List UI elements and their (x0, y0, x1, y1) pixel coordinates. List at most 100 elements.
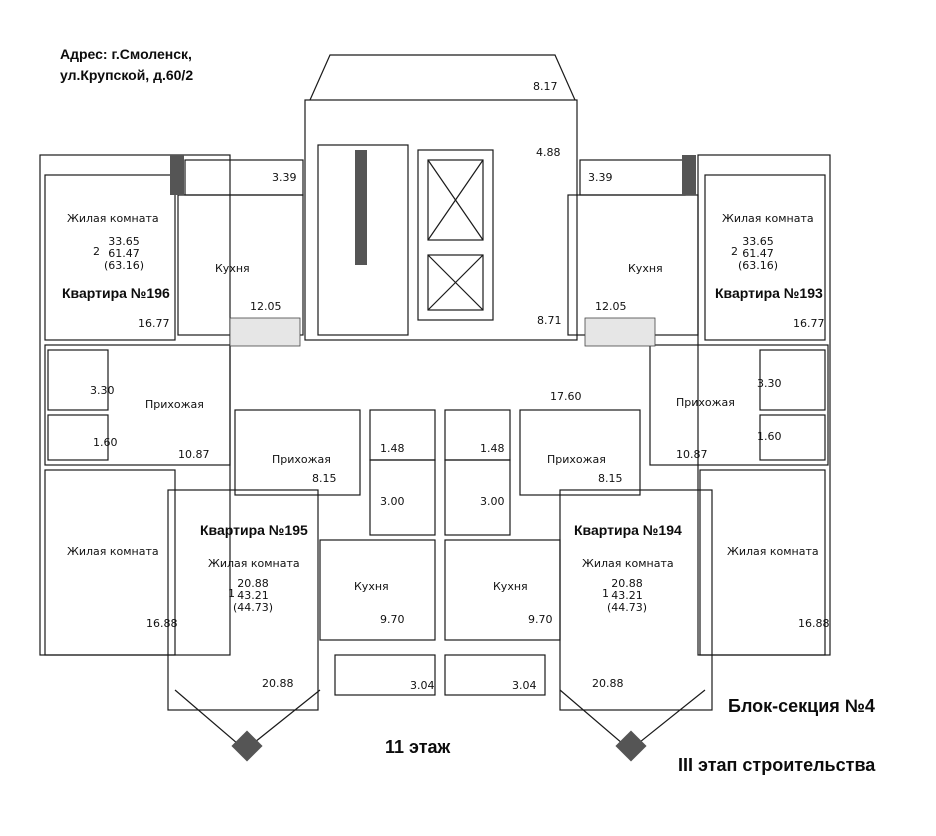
a193-kitchen-area: 12.05 (595, 300, 627, 313)
a196-room1-area: 16.77 (138, 317, 170, 330)
a195-room-area: 20.88 (262, 677, 294, 690)
a195-rooms: 1 (228, 587, 235, 600)
loggia-195 (334, 654, 436, 696)
lifts (417, 149, 494, 321)
a195-kitchen-area: 9.70 (380, 613, 405, 626)
loggia-194 (444, 654, 546, 696)
a193-room1-area: 16.77 (793, 317, 825, 330)
a195-bath-area: 3.00 (380, 495, 405, 508)
hall-195 (234, 409, 361, 496)
bath-195 (369, 459, 436, 536)
a195-living-area: 20.88 (237, 577, 269, 590)
a193-room2-area: 16.88 (798, 617, 830, 630)
bay-top (309, 54, 576, 101)
a196-total-full: (63.16) (104, 259, 145, 272)
a195-living-label: Жилая комната (208, 557, 300, 570)
a194-hall-label: Прихожая (547, 453, 606, 466)
a195-hall-area: 8.15 (312, 472, 337, 485)
a193-hall-label: Прихожая (676, 396, 735, 409)
address-line2: ул.Крупской, д.60/2 (60, 67, 194, 83)
a195-wc-area: 1.48 (380, 442, 405, 455)
stage-label: III этап строительства (678, 755, 876, 775)
a196-room2-area: 16.88 (146, 617, 178, 630)
hall-193 (649, 344, 829, 466)
a195-hall-label: Прихожая (272, 453, 331, 466)
address-line1: Адрес: г.Смоленск, (60, 46, 192, 62)
stair (317, 144, 409, 336)
lift1 (427, 159, 484, 241)
a193-room2-label: Жилая комната (727, 545, 819, 558)
wc-196 (47, 414, 109, 461)
a194-wc-area: 1.48 (480, 442, 505, 455)
a195-areas: 20.88 43.21 (44.73) (232, 578, 274, 614)
a196-bath-area: 3.30 (90, 384, 115, 397)
a196-living-area: 33.65 (108, 235, 140, 248)
bath-193 (759, 349, 826, 411)
a196-rooms: 2 (93, 245, 100, 258)
room-196 (44, 174, 176, 341)
a195-title: Квартира №195 (200, 522, 308, 538)
wall-apt195 (167, 489, 319, 711)
a196-title: Квартира №196 (62, 285, 170, 301)
a196-areas: 33.65 61.47 (63.16) (104, 236, 144, 272)
a196-total: 61.47 (108, 247, 140, 260)
a193-title: Квартира №193 (715, 285, 823, 301)
room2-193 (699, 469, 826, 656)
a194-kitchen-area: 9.70 (528, 613, 553, 626)
bath-196 (47, 349, 109, 411)
a194-hall-area: 8.15 (598, 472, 623, 485)
a194-room-area: 20.88 (592, 677, 624, 690)
a193-total: 61.47 (742, 247, 774, 260)
a193-hall-area: 10.87 (676, 448, 708, 461)
a195-total-full: (44.73) (232, 601, 274, 614)
a196-kitchen-area: 12.05 (250, 300, 282, 313)
a195-total: 43.21 (237, 589, 269, 602)
a193-wc-area: 1.60 (757, 430, 782, 443)
a194-title: Квартира №194 (574, 522, 682, 538)
a195-loggia-area: 3.04 (410, 679, 435, 692)
kitchen-194 (444, 539, 561, 641)
a196-loggia-area: 3.39 (272, 171, 297, 184)
lift2 (427, 254, 484, 311)
room2-196 (44, 469, 176, 656)
a193-areas: 33.65 61.47 (63.16) (738, 236, 778, 272)
a194-loggia-area: 3.04 (512, 679, 537, 692)
a194-living-label: Жилая комната (582, 557, 674, 570)
stair-area: 8.71 (537, 314, 562, 327)
corridor-area: 17.60 (550, 390, 582, 403)
a193-rooms: 2 (731, 245, 738, 258)
a193-bath-area: 3.30 (757, 377, 782, 390)
a194-living-area: 20.88 (611, 577, 643, 590)
kitchen-195 (319, 539, 436, 641)
a196-wc-area: 1.60 (93, 436, 118, 449)
a193-kitchen-label: Кухня (628, 262, 663, 275)
lift-hall-area: 4.88 (536, 146, 561, 159)
a194-kitchen-label: Кухня (493, 580, 528, 593)
a196-hall-area: 10.87 (178, 448, 210, 461)
a194-total: 43.21 (611, 589, 643, 602)
a194-total-full: (44.73) (606, 601, 648, 614)
a193-total-full: (63.16) (738, 259, 779, 272)
bath-194 (444, 459, 511, 536)
a196-hall-label: Прихожая (145, 398, 204, 411)
core (304, 99, 578, 341)
floor-label: 11 этаж (385, 737, 451, 757)
room-193 (704, 174, 826, 341)
a194-rooms: 1 (602, 587, 609, 600)
a194-bath-area: 3.00 (480, 495, 505, 508)
hall-196 (44, 344, 231, 466)
a196-room2-label: Жилая комната (67, 545, 159, 558)
a193-loggia-area: 3.39 (588, 171, 613, 184)
hall-194 (519, 409, 641, 496)
a194-areas: 20.88 43.21 (44.73) (606, 578, 648, 614)
block-label: Блок-секция №4 (728, 696, 875, 716)
a196-kitchen-label: Кухня (215, 262, 250, 275)
wc-193 (759, 414, 826, 461)
a196-living-label: Жилая комната (67, 212, 159, 225)
top-area: 8.17 (533, 80, 558, 93)
a193-living-label: Жилая комната (722, 212, 814, 225)
a193-living-area: 33.65 (742, 235, 774, 248)
a195-kitchen-label: Кухня (354, 580, 389, 593)
loggia-196 (184, 159, 304, 196)
